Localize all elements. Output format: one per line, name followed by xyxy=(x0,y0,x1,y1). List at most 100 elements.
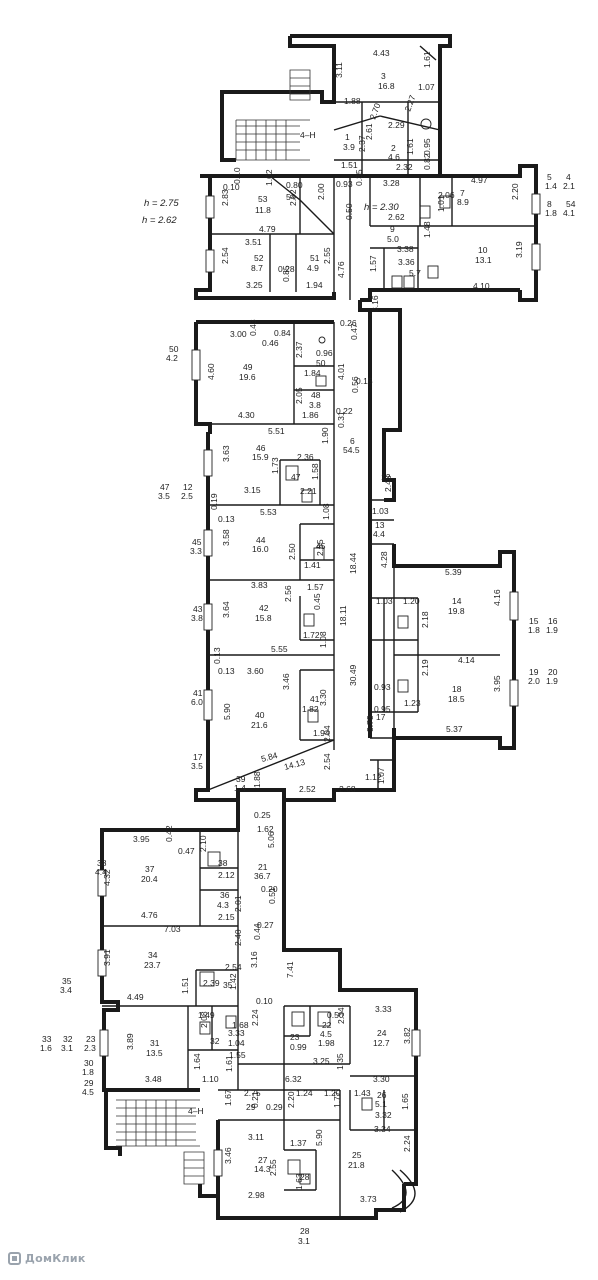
plan-label: 2.54 xyxy=(225,962,242,972)
plan-label: 1.8 xyxy=(528,625,540,635)
plan-label: 3.89 xyxy=(125,1033,135,1050)
plan-label: 2.04 xyxy=(322,725,332,742)
plan-label: 0.26 xyxy=(340,318,357,328)
plan-label: 2.52 xyxy=(299,784,316,794)
height-label-3: h = 2.30 xyxy=(364,202,399,213)
plan-label: 0.10 xyxy=(232,167,242,184)
plan-label: 1.37 xyxy=(290,1138,307,1148)
plan-label: 23.7 xyxy=(144,960,161,970)
plan-label: 4.14 xyxy=(458,655,475,665)
plan-label: 1.86 xyxy=(302,410,319,420)
plan-label: 4.9 xyxy=(307,263,319,273)
plan-label: 2.32 xyxy=(396,162,413,172)
plan-label: 22 xyxy=(322,1020,332,1030)
plan-label: 2.01 xyxy=(233,895,243,912)
plan-label: 1.41 xyxy=(304,560,321,570)
middle-block xyxy=(194,310,516,802)
plan-label: 0.13 xyxy=(212,647,222,664)
plan-label: 3.19 xyxy=(514,241,524,258)
plan-label: 3.30 xyxy=(318,689,328,706)
plan-label: 3.33 xyxy=(375,1004,392,1014)
plan-label: 0.85 xyxy=(281,265,291,282)
plan-label: 5.7 xyxy=(409,268,421,278)
plan-label: 1.03 xyxy=(372,506,389,516)
plan-label: 4.32 xyxy=(102,869,112,886)
plan-label: 1.73 xyxy=(270,457,280,474)
plan-label: 2.55 xyxy=(268,1159,278,1176)
height-label-2: h = 2.62 xyxy=(142,215,177,226)
plan-label: 14 xyxy=(452,596,462,606)
plan-label: 3.91 xyxy=(102,949,112,966)
plan-label: 0.56 xyxy=(350,376,360,393)
plan-label: 1.61 xyxy=(422,51,432,68)
plan-label: 3.60 xyxy=(247,666,264,676)
plan-label: 6.0 xyxy=(191,697,203,707)
plan-label: 1.88 xyxy=(344,96,361,106)
plan-label: 27 xyxy=(258,1155,268,1165)
plan-label: 47 xyxy=(160,482,170,492)
plan-label: 2.54 xyxy=(220,247,230,264)
plan-label: 17 xyxy=(193,752,203,762)
plan-label: 1.84 xyxy=(304,368,321,378)
plan-label: 21.6 xyxy=(251,720,268,730)
plan-label: 0.93 xyxy=(336,179,353,189)
plan-label: 6 xyxy=(350,436,355,446)
plan-label: 2.24 xyxy=(402,1135,412,1152)
plan-label: 1.55 xyxy=(229,1050,246,1060)
plan-label: 2.27 xyxy=(402,93,417,112)
plan-label: 1.02 xyxy=(264,169,274,186)
plan-label: 29 xyxy=(84,1078,94,1088)
plan-label: 4.2 xyxy=(166,353,178,363)
plan-label: 5.0 xyxy=(387,234,399,244)
plan-label: 1.42 xyxy=(228,973,238,990)
plan-label: 0.25 xyxy=(254,810,271,820)
plan-label: 2.83 xyxy=(220,189,230,206)
watermark: ДомКлик xyxy=(8,1252,86,1265)
plan-label: 1.51 xyxy=(180,977,190,994)
plan-label: 2.62 xyxy=(388,212,405,222)
plan-label: 32 xyxy=(63,1034,73,1044)
plan-label: 30.49 xyxy=(348,664,358,686)
plan-label: 45 xyxy=(192,537,202,547)
plan-label: 18 xyxy=(452,684,462,694)
plan-label: 3.36 xyxy=(398,257,415,267)
plan-label: 4.3 xyxy=(217,900,229,910)
plan-label: 0.51 xyxy=(267,887,277,904)
plan-label: 0.50 xyxy=(327,1010,344,1020)
plan-label: 2.40 xyxy=(233,929,243,946)
plan-label: 0.82 xyxy=(422,153,432,170)
plan-label: 3.16 xyxy=(249,951,259,968)
plan-label: 2.36 xyxy=(297,452,314,462)
plan-label: 2.61 xyxy=(364,123,374,140)
plan-label: 2.37 xyxy=(357,135,367,152)
plan-label: 50 xyxy=(169,344,179,354)
plan-label: 2.50 xyxy=(287,543,297,560)
plan-label: 3.64 xyxy=(221,601,231,618)
plan-label: 3.33 xyxy=(228,1028,245,1038)
plan-label: 52 xyxy=(254,253,264,263)
plan-label: 2.37 xyxy=(294,341,304,358)
plan-label: 7 xyxy=(460,188,465,198)
plan-label: 7.41 xyxy=(285,961,295,978)
plan-label: 5.90 xyxy=(314,1129,324,1146)
plan-label: 30 xyxy=(84,1058,94,1068)
plan-label: 28 xyxy=(300,1226,310,1236)
plan-label: 1.65 xyxy=(400,1093,410,1110)
plan-label: 4.60 xyxy=(206,363,216,380)
plan-label: 15.8 xyxy=(255,613,272,623)
plan-label: 2.29 xyxy=(388,120,405,130)
plan-label: 13 xyxy=(375,520,385,530)
plan-label: 1.12 xyxy=(365,772,382,782)
plan-label: 0.22 xyxy=(336,406,353,416)
plan-label: 2.24 xyxy=(250,1009,260,1026)
plan-label: 21.8 xyxy=(348,1160,365,1170)
plan-label: 0.44 xyxy=(252,923,262,940)
plan-label: 45 xyxy=(316,541,326,551)
plan-label: 5.84 xyxy=(260,750,279,764)
plan-label: 0.10 xyxy=(256,996,273,1006)
plan-label: 5.1 xyxy=(375,1099,387,1109)
plan-label: 47 xyxy=(291,472,301,482)
watermark-text: ДомКлик xyxy=(25,1252,86,1265)
plan-label: 1.49 xyxy=(198,1010,215,1020)
plan-label: 3.3 xyxy=(190,546,202,556)
